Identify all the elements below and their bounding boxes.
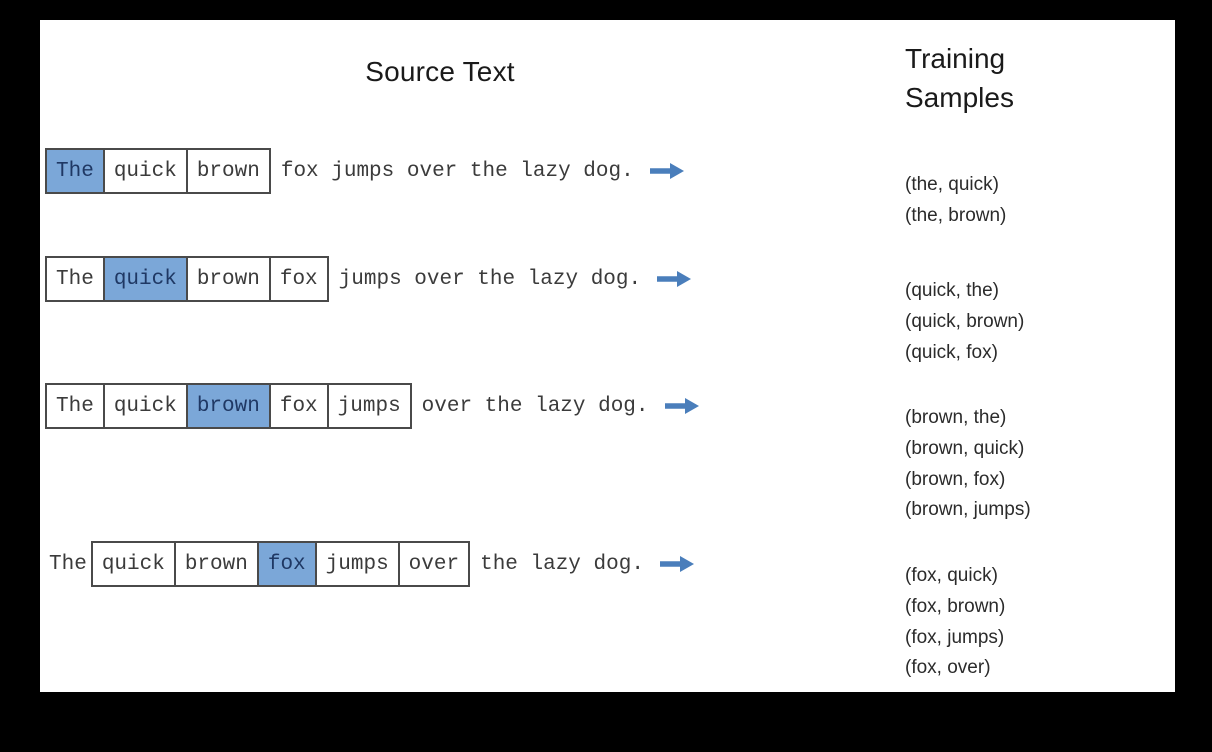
training-sample-pair: (brown, jumps) — [905, 499, 1031, 521]
training-sample-pair: (fox, brown) — [905, 595, 1006, 617]
training-samples-header: Training Samples — [905, 40, 1125, 117]
training-sample-pair: (fox, jumps) — [905, 626, 1005, 648]
training-sample-pair: (brown, fox) — [905, 468, 1006, 490]
training-samples-header-line1: Training — [905, 43, 1006, 74]
sentence-tail-text: over the lazy dog. — [421, 394, 649, 418]
training-samples-list-3: (brown, the) (brown, quick) (brown, fox) (b… — [905, 403, 1155, 526]
sentence-tail-text: fox jumps over the lazy dog. — [280, 159, 634, 183]
training-sample-pair: (fox, over) — [905, 657, 991, 679]
sentence-token-context: fox — [269, 383, 328, 429]
sentence-token-highlighted: quick — [103, 256, 187, 302]
sentence-token-context: over — [398, 541, 471, 587]
sentence-token-context: jumps — [327, 383, 412, 429]
training-samples-list-2: (quick, the) (quick, brown) (quick, fox) — [905, 276, 1155, 368]
training-sample-pair: (fox, quick) — [905, 565, 998, 586]
sentence-token-context: jumps — [315, 541, 399, 587]
training-sample-pair: (quick, the) — [905, 280, 999, 301]
sentence-token-highlighted: brown — [186, 383, 270, 429]
sentence-token-context: The — [45, 383, 104, 429]
sentence-token-context: brown — [186, 256, 270, 302]
training-samples-list-1: (the, quick) (the, brown) — [905, 170, 1155, 232]
sentence-token-context: quick — [103, 383, 187, 429]
right-arrow-icon — [634, 148, 684, 194]
sentence-tail-text: the lazy dog. — [480, 552, 644, 576]
training-sample-pair: (quick, brown) — [905, 310, 1025, 332]
training-samples-list-4: (fox, quick) (fox, brown) (fox, jumps) (fox… — [905, 561, 1155, 684]
right-arrow-icon — [644, 541, 694, 587]
sentence-token-highlighted: The — [45, 148, 104, 194]
training-samples-header-line2: Samples — [905, 81, 1014, 113]
right-arrow-icon — [649, 383, 699, 429]
training-sample-pair: (brown, quick) — [905, 437, 1025, 459]
sentence-token-context: brown — [186, 148, 271, 194]
training-sample-pair: (the, quick) — [905, 174, 999, 195]
training-sample-pair: (the, brown) — [905, 204, 1007, 226]
sentence-token-context: The — [45, 256, 104, 302]
sentence-token-context: brown — [174, 541, 258, 587]
sentence-token-lead: The — [49, 552, 87, 576]
sentence-token-highlighted: fox — [257, 541, 316, 587]
sentence-token-context: fox — [269, 256, 329, 302]
sentence-token-context: quick — [103, 148, 187, 194]
sentence-tail-text: jumps over the lazy dog. — [338, 267, 642, 291]
training-sample-pair: (quick, fox) — [905, 341, 998, 363]
right-arrow-icon — [641, 256, 692, 302]
training-sample-pair: (brown, the) — [905, 407, 1007, 428]
source-text-header: Source Text — [365, 56, 515, 87]
sentence-token-context: quick — [90, 541, 175, 587]
